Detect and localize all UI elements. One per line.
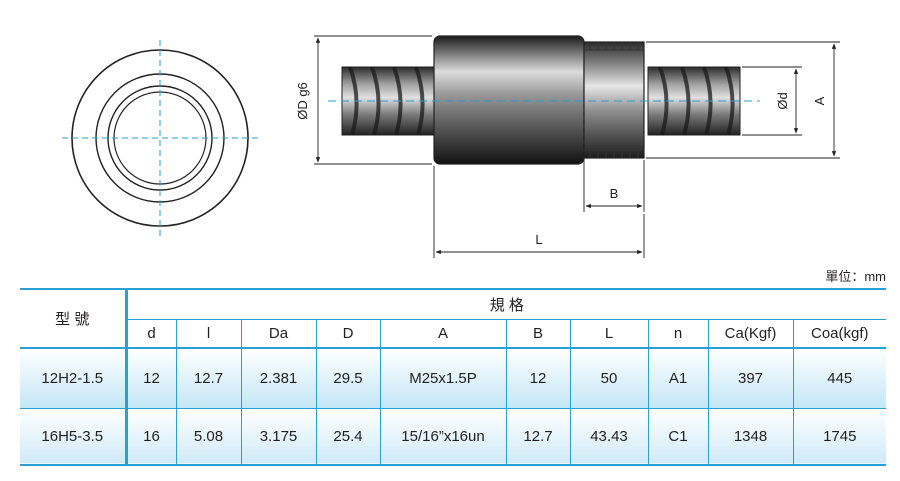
table-cell: 50	[569, 348, 648, 409]
dim-label-outer-dia: ØD g6	[295, 82, 310, 120]
table-cell: 1348	[707, 408, 793, 466]
column-header: Coa(kgf)	[792, 319, 887, 349]
column-header: n	[647, 319, 708, 349]
table-cell: 1745	[792, 408, 887, 466]
side-view	[328, 35, 760, 165]
column-header: D	[315, 319, 380, 349]
table-cell: 12.7	[505, 408, 570, 466]
table-header-row-top: 型 號 規 格	[20, 288, 887, 349]
dim-label-thread-dia: Ød	[775, 92, 790, 109]
table-cell: 445	[792, 348, 887, 409]
table-cell: 397	[707, 348, 793, 409]
dimension-lines	[314, 35, 840, 258]
model-header: 型 號	[20, 288, 128, 349]
column-header: A	[379, 319, 506, 349]
column-header: B	[505, 319, 570, 349]
dim-label-l: L	[535, 232, 542, 247]
spec-table: 型 號 規 格 d l Da D A B L n Ca(Kgf) Coa(kgf…	[20, 288, 887, 466]
end-view	[62, 40, 262, 240]
column-header: l	[175, 319, 241, 349]
column-header: Da	[240, 319, 316, 349]
column-header: d	[126, 319, 176, 349]
spec-header: 規 格	[126, 288, 887, 320]
nut-body	[433, 35, 585, 165]
column-header: L	[569, 319, 648, 349]
table-cell: A1	[647, 348, 708, 409]
table-cell: M25x1.5P	[379, 348, 506, 409]
table-row: 12H2-1.5 12 12.7 2.381 29.5 M25x1.5P 12 …	[20, 348, 887, 409]
table-cell: 43.43	[569, 408, 648, 466]
table-cell: C1	[647, 408, 708, 466]
nut-technical-drawing: ØD g6 Ød A B L	[62, 35, 840, 258]
table-cell: 29.5	[315, 348, 380, 409]
unit-label: 單位：mm	[825, 269, 886, 284]
dim-label-b: B	[610, 186, 619, 201]
model-cell: 12H2-1.5	[20, 348, 128, 409]
nut-threaded-end	[583, 41, 645, 159]
flange-thread-lines	[584, 42, 644, 158]
table-cell: 16	[125, 408, 176, 466]
table-cell: 5.08	[175, 408, 241, 466]
table-cell: 12.7	[175, 348, 241, 409]
table-cell: 15/16”x16un	[379, 408, 506, 466]
dim-label-a: A	[812, 96, 827, 105]
end-view-outer-ring	[71, 49, 249, 227]
table-header-row-columns: d l Da D A B L n Ca(Kgf) Coa(kgf)	[20, 319, 887, 349]
column-header: Ca(Kgf)	[707, 319, 793, 349]
table-cell: 3.175	[240, 408, 316, 466]
table-cell: 25.4	[315, 408, 380, 466]
table-cell: 12	[505, 348, 570, 409]
table-cell: 2.381	[240, 348, 316, 409]
table-cell: 12	[125, 348, 176, 409]
model-cell: 16H5-3.5	[20, 408, 128, 466]
table-row: 16H5-3.5 16 5.08 3.175 25.4 15/16”x16un …	[20, 408, 887, 466]
